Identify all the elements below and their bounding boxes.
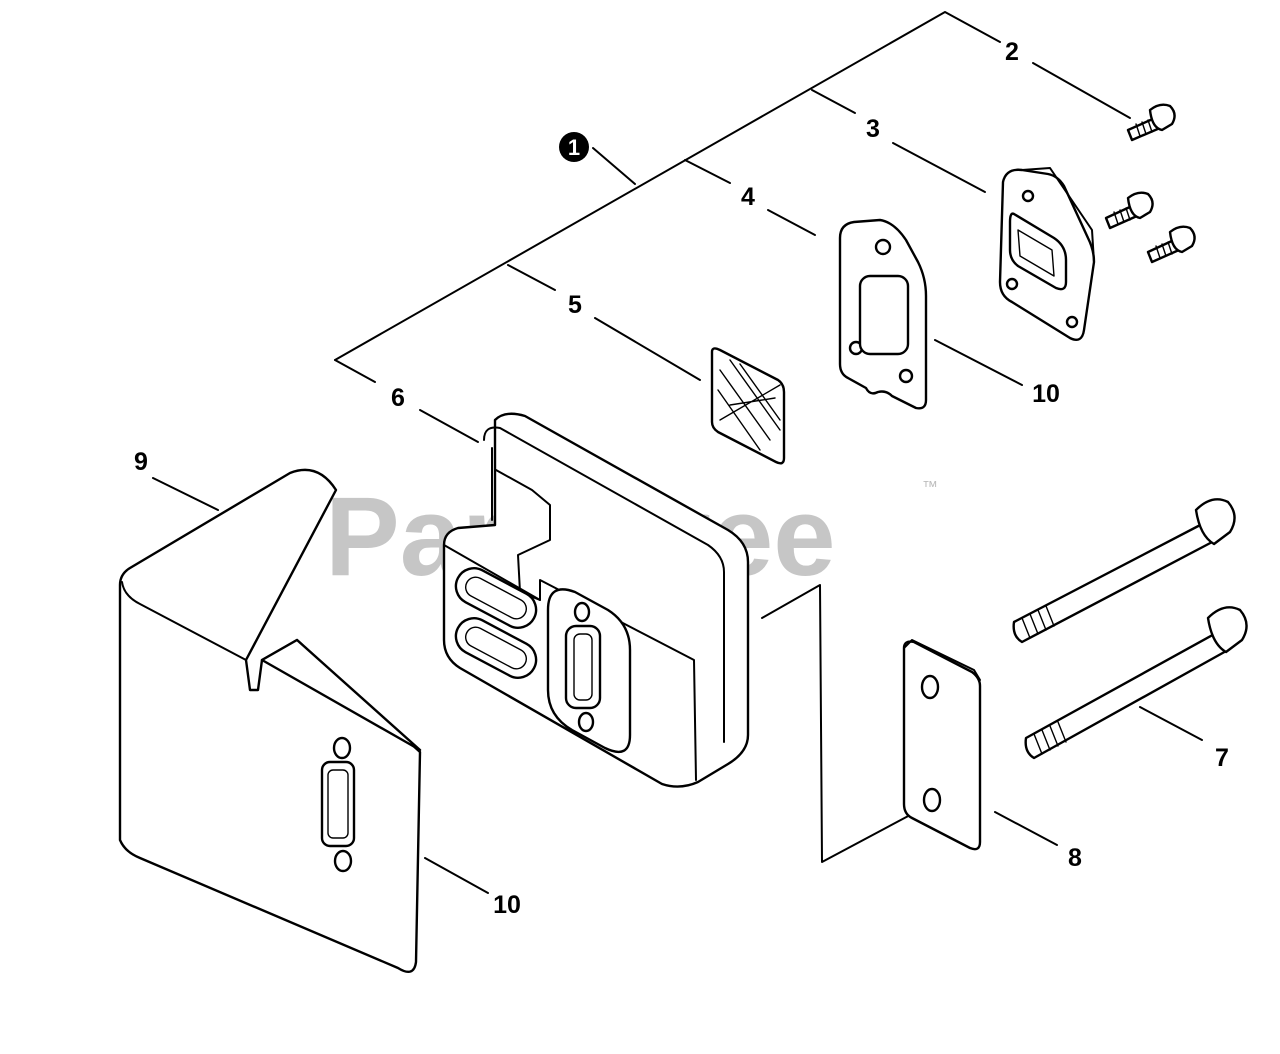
callout-5: 5 [568,291,582,319]
spark-arrestor-screen [710,347,786,465]
callout-7: 7 [1215,744,1229,772]
assembly-marker-number: 1 [568,135,580,160]
leader-lines [152,62,1203,894]
assembly-marker: 1 [559,132,589,162]
assembly-bracket [334,11,1001,383]
callout-2: 2 [1005,38,1019,66]
heat-shield-cover [118,468,422,974]
muffler-body [442,412,750,788]
callout-10-cover: 10 [493,891,521,919]
spacer-plate [902,639,982,851]
screw-bolts [1104,103,1196,264]
long-bolts [1012,498,1248,760]
callout-4: 4 [741,183,755,211]
callout-labels: 2 3 4 5 6 7 8 9 10 10 [134,38,1229,919]
callout-3: 3 [866,115,880,143]
callout-9: 9 [134,448,148,476]
callout-6: 6 [391,384,405,412]
exhaust-plate [998,167,1096,341]
callout-10-gasket: 10 [1032,380,1060,408]
gasket-plate [838,218,928,410]
watermark-trademark: ™ [922,479,938,496]
callout-8: 8 [1068,844,1082,872]
